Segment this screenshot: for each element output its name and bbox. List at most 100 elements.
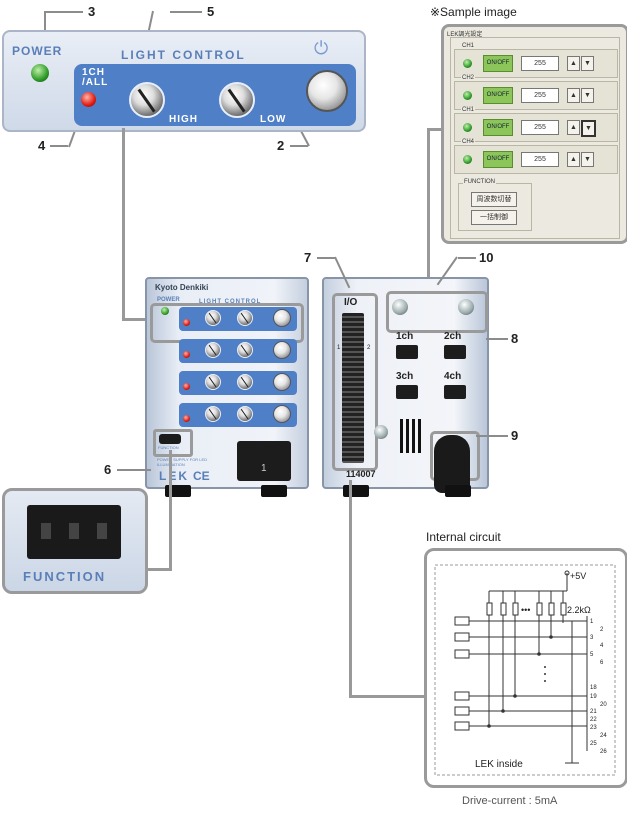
high-dial[interactable]	[129, 82, 165, 118]
port-1ch[interactable]	[396, 345, 418, 359]
ch3-high-dial[interactable]	[205, 374, 221, 390]
leader-line	[458, 257, 476, 259]
front-device: Kyoto Denkiki POWER LIGHT CONTROL FUNCTI…	[145, 277, 309, 489]
port-1ch-label: 1ch	[396, 331, 414, 342]
ch2-button[interactable]	[273, 341, 291, 359]
ch4-high-dial[interactable]	[205, 406, 221, 422]
port-2ch[interactable]	[444, 345, 466, 359]
up-button[interactable]: ▲	[567, 120, 580, 135]
drive-current-label: Drive-current : 5mA	[462, 795, 558, 807]
pin-4: 4	[600, 643, 604, 649]
vent-slots	[400, 419, 422, 453]
dip-switch-3[interactable]	[97, 523, 107, 539]
channel-led	[463, 123, 472, 132]
value-field[interactable]: 255	[521, 88, 559, 103]
port-4ch[interactable]	[444, 385, 466, 399]
dipswitch-screw-right	[458, 299, 474, 315]
ch2-low-dial[interactable]	[237, 342, 253, 358]
channel-name: CH1	[461, 43, 476, 49]
pin-3: 3	[590, 635, 594, 641]
channel-led	[463, 91, 472, 100]
value-field[interactable]: 255	[521, 56, 559, 71]
control-panel-zoom: POWER LIGHT CONTROL ⏻ 1CH /ALL HIGH LOW	[2, 30, 366, 132]
down-button[interactable]: ▼	[581, 56, 594, 71]
channel-led	[463, 155, 472, 164]
batch-control-button[interactable]: 一括制御	[471, 210, 517, 225]
value-field[interactable]: 255	[521, 120, 559, 135]
screw-highlight	[386, 291, 488, 333]
callout-3: 3	[88, 4, 96, 19]
callout-9: 9	[511, 428, 519, 443]
onoff-button[interactable]: ON/OFF	[483, 119, 513, 136]
mode-led	[81, 92, 96, 107]
function-switch[interactable]	[159, 434, 181, 444]
ch3-button[interactable]	[273, 373, 291, 391]
dip-switch-block[interactable]	[27, 505, 121, 559]
device-foot	[343, 485, 369, 497]
sample-window-frame	[450, 37, 620, 239]
io-pin1-label: 1	[337, 345, 341, 351]
ch3-low-dial[interactable]	[237, 374, 253, 390]
power-symbol-icon: ⏻	[314, 38, 329, 58]
function-group-label: FUNCTION	[463, 179, 496, 185]
port-3ch-label: 3ch	[396, 371, 414, 382]
leader-line	[349, 695, 427, 698]
pin-18: 18	[590, 685, 597, 691]
high-label: HIGH	[169, 114, 198, 125]
dip-switch-2[interactable]	[69, 523, 79, 539]
pin-23: 23	[590, 725, 597, 731]
up-button[interactable]: ▲	[567, 152, 580, 167]
ch-all-label: 1CH /ALL	[82, 67, 109, 88]
power-switch[interactable]: 1	[237, 441, 291, 481]
power-led-small	[161, 307, 169, 315]
down-button[interactable]: ▼	[581, 152, 594, 167]
power-led	[31, 64, 49, 82]
value-field[interactable]: 255	[521, 152, 559, 167]
channel-row-2: CH2 ON/OFF 255 ▲ ▼	[454, 75, 618, 110]
io-connector[interactable]	[342, 313, 364, 463]
circuit-title: Internal circuit	[426, 530, 501, 544]
ch1-high-dial[interactable]	[205, 310, 221, 326]
down-button[interactable]: ▼	[581, 88, 594, 103]
port-2ch-label: 2ch	[444, 331, 462, 342]
pin-20: 20	[600, 702, 607, 708]
resistor-label: 2.2kΩ	[567, 605, 591, 615]
leader-line	[476, 435, 508, 437]
down-button[interactable]: ▼	[581, 120, 596, 137]
model-label: LEK	[159, 469, 189, 483]
case-screw	[374, 425, 388, 439]
channel-row-1: CH1 ON/OFF 255 ▲ ▼	[454, 43, 618, 78]
port-3ch[interactable]	[396, 385, 418, 399]
lek-inside-label: LEK inside	[475, 759, 523, 770]
leader-line	[427, 128, 443, 131]
vcc-label: +5V	[570, 571, 586, 581]
onoff-button[interactable]: ON/OFF	[483, 87, 513, 104]
pin-21: 21	[590, 709, 597, 715]
pin-25: 25	[590, 741, 597, 747]
power-switch-mark: 1	[261, 463, 267, 474]
callout-4: 4	[38, 138, 46, 153]
sample-window-title: LEK調光設定	[447, 32, 483, 38]
ch1-button[interactable]	[273, 309, 291, 327]
ch2-high-dial[interactable]	[205, 342, 221, 358]
ch4-low-dial[interactable]	[237, 406, 253, 422]
channel-switch-button[interactable]	[306, 70, 348, 112]
callout-7: 7	[304, 250, 312, 265]
up-button[interactable]: ▲	[567, 88, 580, 103]
onoff-button[interactable]: ON/OFF	[483, 55, 513, 72]
dip-switch-1[interactable]	[41, 523, 51, 539]
low-dial[interactable]	[219, 82, 255, 118]
channel-name: CH2	[461, 75, 476, 81]
pin-5: 5	[590, 652, 594, 658]
up-button[interactable]: ▲	[567, 56, 580, 71]
channel-led	[463, 59, 472, 68]
function-label-small: FUNCTION	[158, 445, 179, 450]
pin-1: 1	[590, 619, 594, 625]
ch4-button[interactable]	[273, 405, 291, 423]
ellipsis: •••	[521, 605, 530, 615]
onoff-button[interactable]: ON/OFF	[483, 151, 513, 168]
leader-line	[486, 338, 508, 340]
leader-line	[50, 145, 68, 147]
ch1-low-dial[interactable]	[237, 310, 253, 326]
frequency-switch-button[interactable]: 周波数切替	[471, 192, 517, 207]
